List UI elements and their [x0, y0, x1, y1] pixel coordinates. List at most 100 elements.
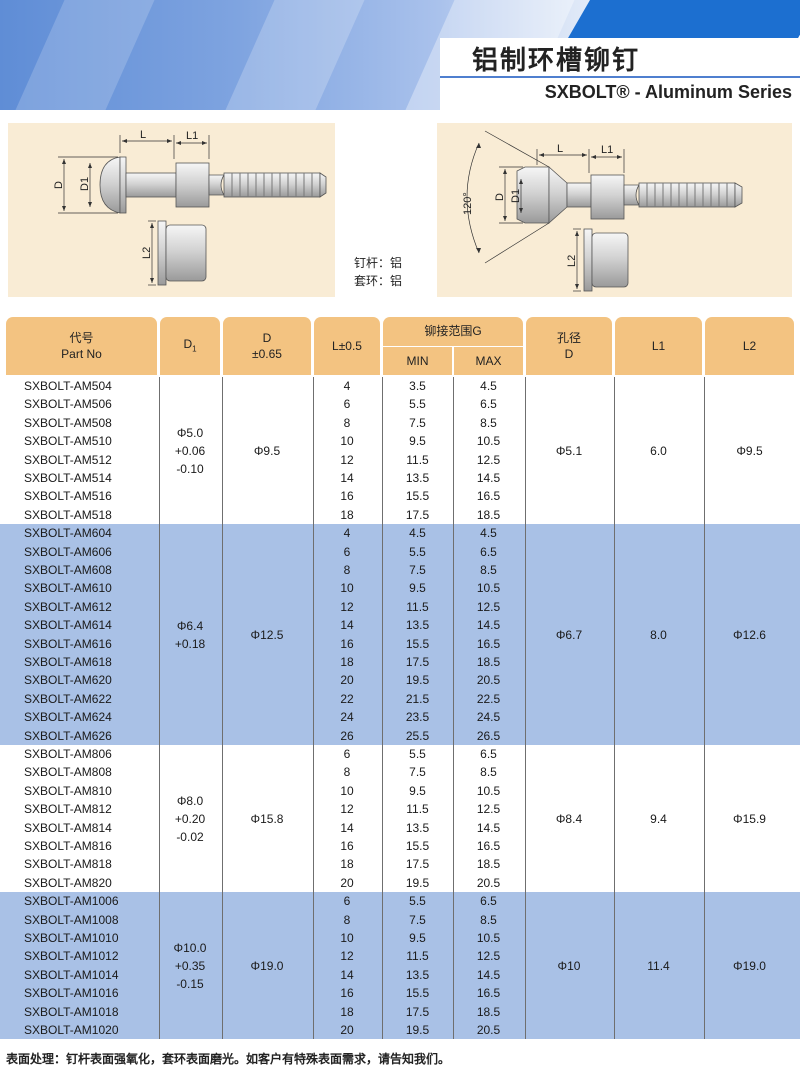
column-divider [382, 377, 383, 525]
cell-part: SXBOLT-AM604 [24, 526, 112, 541]
cell-min: 21.5 [405, 691, 430, 706]
cell-l: 8 [343, 765, 351, 780]
cell-d1-tolerance-line: +0.06 [174, 443, 206, 458]
cell-part: SXBOLT-AM504 [24, 379, 112, 393]
column-divider [382, 892, 383, 1040]
cell-l: 12 [340, 949, 354, 964]
cell-l: 18 [340, 857, 354, 872]
cell-part: SXBOLT-AM618 [24, 655, 112, 669]
dim-label-l1: L1 [601, 144, 613, 156]
column-divider [382, 745, 383, 893]
column-divider [222, 745, 223, 893]
column-divider [453, 892, 454, 1040]
cell-head-diameter: Φ15.8 [250, 811, 284, 826]
cell-part: SXBOLT-AM606 [24, 544, 112, 559]
cell-min: 5.5 [409, 894, 426, 909]
cell-l: 26 [340, 728, 354, 743]
header-l2-label: L2 [742, 338, 757, 353]
dim-label-d: D [494, 193, 506, 201]
cell-l: 10 [340, 783, 354, 798]
cell-head-diameter: Φ12.5 [250, 627, 284, 642]
table-group [0, 892, 800, 1040]
header-l2: L2 [705, 317, 794, 375]
cell-l1: 11.4 [647, 958, 670, 973]
cell-hole-diameter: Φ6.7 [555, 627, 583, 642]
cell-max: 10.5 [476, 931, 501, 945]
column-divider [159, 524, 160, 745]
cell-l: 16 [340, 489, 354, 504]
rivet-pin [516, 166, 743, 224]
header-max-label: MAX [475, 353, 502, 368]
cell-l: 12 [340, 802, 354, 817]
cell-min: 9.5 [409, 783, 426, 798]
countersunk-drawing: 120° D D1 L L1 L2 [462, 130, 743, 292]
cell-part: SXBOLT-AM510 [24, 434, 112, 449]
cell-min: 9.5 [409, 931, 426, 945]
cell-min: 11.5 [406, 452, 429, 467]
cell-l: 18 [340, 655, 354, 669]
cell-l: 16 [340, 839, 354, 853]
page-header: 铝制环槽铆钉 SXBOLT® - Aluminum Series [0, 0, 800, 110]
cell-part: SXBOLT-AM1008 [24, 912, 119, 927]
header-accent-bar [566, 0, 800, 40]
cell-l2: Φ9.5 [736, 443, 763, 458]
dome-head-drawing: L L1 D D1 L2 [53, 129, 327, 286]
cell-max: 16.5 [476, 986, 501, 1001]
header-d1-label: D [183, 337, 193, 352]
cell-l: 14 [340, 618, 354, 633]
cell-part: SXBOLT-AM626 [24, 728, 112, 743]
cell-l: 16 [340, 636, 354, 651]
column-divider [525, 745, 526, 893]
cell-max: 24.5 [476, 710, 501, 725]
cell-l: 8 [343, 563, 351, 577]
cell-min: 19.5 [405, 875, 430, 890]
cell-part: SXBOLT-AM608 [24, 563, 112, 577]
cell-max: 16.5 [476, 489, 501, 504]
cell-part: SXBOLT-AM820 [24, 875, 112, 890]
column-divider [614, 377, 615, 525]
cell-max: 12.5 [476, 452, 501, 467]
cell-max: 8.5 [480, 415, 497, 430]
cell-max: 14.5 [476, 471, 501, 485]
cell-max: 10.5 [476, 783, 501, 798]
cell-part: SXBOLT-AM1016 [24, 986, 119, 1001]
cell-min: 5.5 [409, 747, 426, 761]
cell-max: 6.5 [480, 894, 497, 909]
column-divider [159, 892, 160, 1040]
cell-max: 20.5 [476, 673, 501, 688]
header-length: L±0.5 [314, 317, 380, 375]
cell-part: SXBOLT-AM612 [24, 599, 112, 614]
column-divider [313, 524, 314, 745]
header-d-label: D [262, 330, 272, 345]
cell-l2: Φ12.6 [733, 627, 766, 642]
cell-l: 16 [340, 986, 354, 1001]
column-divider [525, 892, 526, 1040]
cell-max: 26.5 [476, 728, 501, 743]
cell-l1: 6.0 [650, 443, 667, 458]
cell-max: 18.5 [476, 857, 501, 872]
collar [157, 220, 207, 286]
collar-material: 套环：铝 [354, 274, 403, 288]
column-divider [704, 524, 705, 745]
cell-max: 14.5 [476, 820, 501, 835]
cell-d1-tolerance-line: -0.02 [176, 829, 204, 844]
cell-min: 17.5 [405, 857, 430, 872]
column-divider [159, 745, 160, 893]
cell-min: 15.5 [405, 986, 430, 1001]
cell-part: SXBOLT-AM814 [24, 820, 112, 835]
cell-min: 7.5 [409, 415, 426, 430]
dim-label-l2: L2 [566, 255, 578, 267]
cell-max: 20.5 [476, 875, 501, 890]
title-divider [440, 76, 800, 78]
dim-label-l: L [140, 129, 146, 141]
column-divider [614, 745, 615, 893]
cell-min: 3.5 [409, 379, 426, 393]
pin-material: 钉杆：铝 [354, 256, 403, 270]
dim-label-d1: D1 [510, 189, 522, 203]
cell-max: 6.5 [480, 747, 497, 761]
cell-l: 18 [340, 507, 354, 522]
cell-l: 6 [343, 747, 351, 761]
cell-d1-tolerance-line: +0.35 [174, 958, 206, 973]
header-d: D ±0.65 [223, 317, 311, 375]
header-hole-cn: 孔径 [556, 330, 581, 345]
